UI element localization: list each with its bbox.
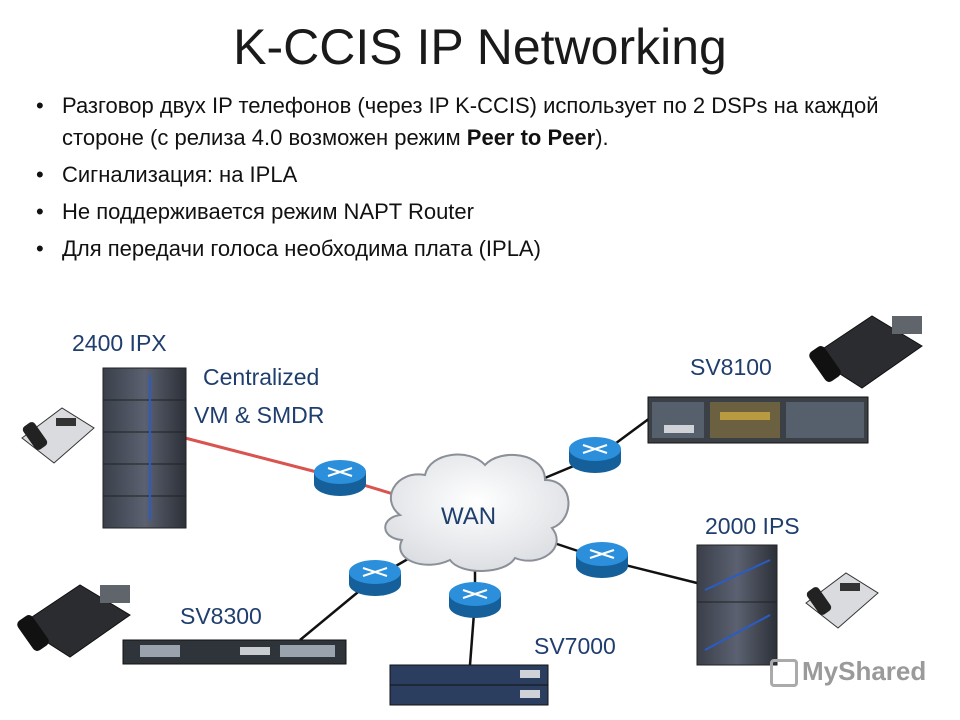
watermark-logo-icon [770,659,798,688]
sv7000-chassis [389,664,549,706]
ip-phone-icon [17,584,131,658]
bullet-item: •Сигнализация: на IPLA [36,162,298,187]
bullet-item: •Разговор двух IP телефонов (через IP K-… [36,93,879,150]
vm-smdr-label: VM & SMDR [194,402,325,428]
bullet-list: •Разговор двух IP телефонов (через IP K-… [36,90,896,270]
ips-label: 2000 IPS [705,513,800,539]
sv8100-chassis [647,396,869,444]
slide-title: K-CCIS IP Networking [233,19,727,75]
ip-phone-icon [809,315,923,389]
wan-label: WAN [441,503,497,530]
sv8100-label: SV8100 [690,354,772,380]
sv8300-chassis [122,639,347,665]
router-icon [569,437,621,473]
ip-phone-icon [21,407,95,464]
router-icon [349,560,401,596]
router-icon [576,542,628,578]
sv8300-label: SV8300 [180,603,262,629]
ipx-server-cabinet [102,367,187,529]
bullet-item: •Для передачи голоса необходима плата (I… [36,236,541,261]
sv7000-label: SV7000 [534,633,616,659]
ip-phone-icon [805,572,879,629]
ipx-label: 2400 IPX [72,330,167,356]
router-icon [449,582,501,618]
watermark: MyShared [770,656,926,688]
bullet-item: •Не поддерживается режим NAPT Router [36,199,474,224]
centralized-label: Centralized [203,364,320,390]
wan-cloud-icon [384,453,570,572]
router-icon [314,460,366,496]
ips-server-cabinet [696,544,778,666]
